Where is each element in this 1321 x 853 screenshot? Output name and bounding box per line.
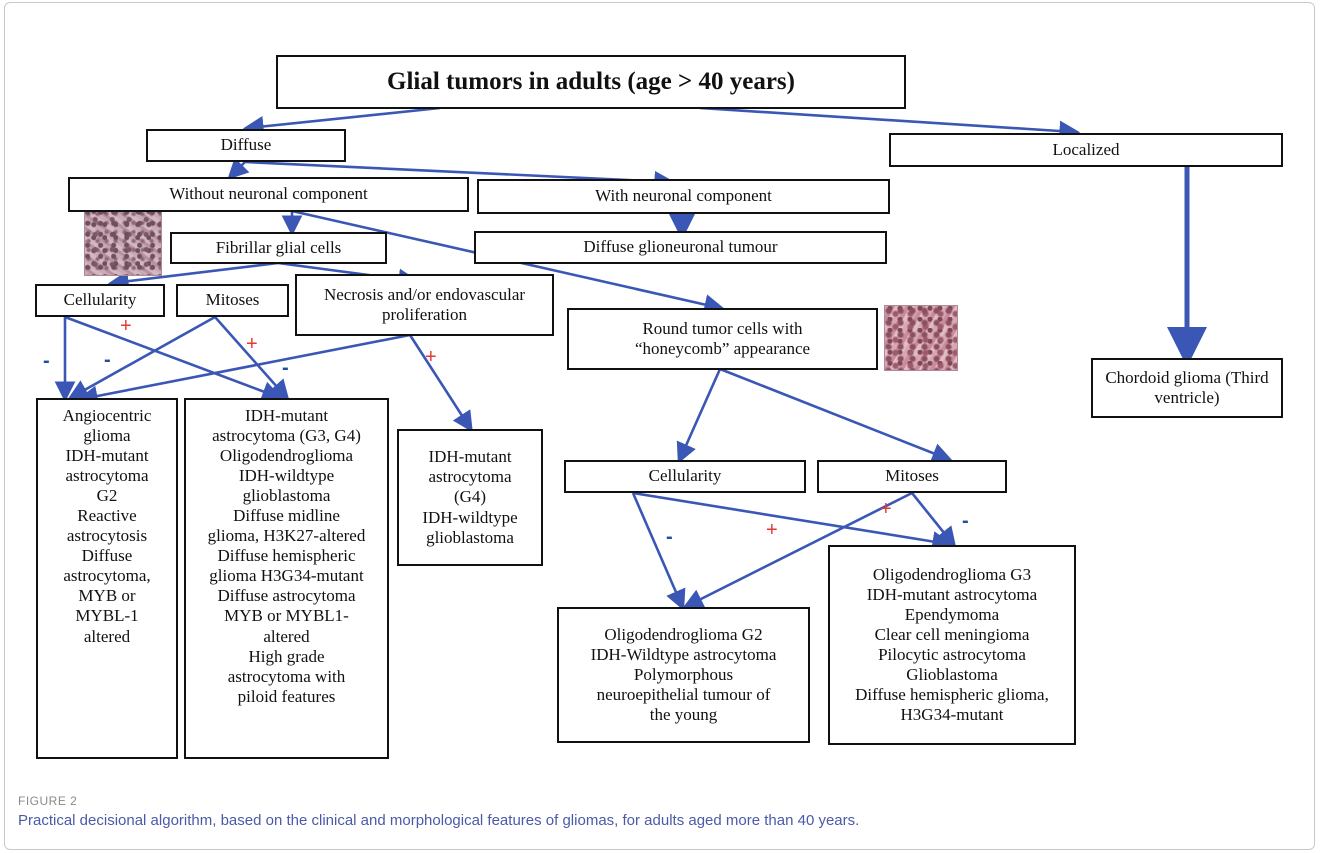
node-result-round-high: Oligodendroglioma G3 IDH-mutant astrocyt… [828, 545, 1076, 745]
arrow-title-diffuse [242, 106, 441, 137]
node-without-neuronal: Without neuronal component [68, 177, 469, 212]
node-chordoid: Chordoid glioma (Third ventricle) [1091, 358, 1283, 418]
node-diffuse-glioneuronal: Diffuse glioneuronal tumour [474, 231, 887, 264]
arrow-diffuse-without [227, 157, 250, 180]
node-result-round-low: Oligodendroglioma G2 IDH-Wildtype astroc… [557, 607, 810, 743]
node-diffuse: Diffuse [146, 129, 346, 162]
minus-sign-mitoses: - [104, 349, 111, 371]
arrow-mitoses-low-right [682, 491, 913, 609]
node-necrosis: Necrosis and/or endovascular proliferati… [295, 274, 554, 336]
arrow-mitoses-high-right [910, 492, 957, 549]
arrow-round-cellularity [676, 368, 722, 464]
arrow-cellularity-high-right [632, 491, 954, 552]
plus-sign-cellularity-right: + [766, 519, 778, 541]
histology-thumbnail-honeycomb [884, 305, 958, 371]
minus-sign-cellularity: - [43, 350, 50, 372]
node-cellularity-right: Cellularity [564, 460, 806, 493]
plus-sign-necrosis: + [425, 346, 437, 368]
plus-sign-mitoses: + [246, 333, 258, 355]
node-fibrillar: Fibrillar glial cells [170, 232, 387, 264]
arrow-necrosis-low [76, 333, 411, 407]
arrow-round-mitoses [719, 367, 953, 463]
node-round-cells: Round tumor cells with “honeycomb” appea… [567, 308, 878, 370]
node-localized: Localized [889, 133, 1283, 167]
minus-sign-necrosis: - [282, 357, 289, 379]
figure-frame [4, 2, 1315, 850]
minus-sign-mitoses-right: - [962, 510, 969, 532]
plus-sign-mitoses-right: + [880, 498, 892, 520]
node-mitoses-left: Mitoses [176, 284, 289, 317]
arrow-diffuse-with [244, 160, 676, 192]
arrow-cellularity-high [64, 315, 283, 402]
arrow-title-localized [699, 106, 1081, 142]
node-cellularity-left: Cellularity [35, 284, 165, 317]
node-result-low: Angiocentric glioma IDH-mutant astrocyto… [36, 398, 178, 759]
node-mitoses-right: Mitoses [817, 460, 1007, 493]
arrow-fibrillar-cellularity [107, 261, 279, 292]
node-with-neuronal: With neuronal component [477, 179, 890, 214]
minus-sign-cellularity-right: - [666, 526, 673, 548]
histology-thumbnail-fibrillar [84, 208, 162, 276]
arrow-necrosis-high [408, 334, 473, 433]
arrow-mitoses-low [67, 315, 216, 400]
node-result-high: IDH-mutant astrocytoma (G3, G4) Oligoden… [184, 398, 389, 759]
plus-sign-cellularity: + [120, 315, 132, 337]
node-title: Glial tumors in adults (age > 40 years) [276, 55, 906, 109]
figure-caption: Practical decisional algorithm, based on… [18, 812, 860, 829]
arrow-cellularity-low-right [631, 492, 686, 611]
node-result-necrosis: IDH-mutant astrocytoma (G4) IDH-wildtype… [397, 429, 543, 566]
arrow-mitoses-high [214, 316, 290, 401]
figure-label: FIGURE 2 [18, 794, 78, 808]
